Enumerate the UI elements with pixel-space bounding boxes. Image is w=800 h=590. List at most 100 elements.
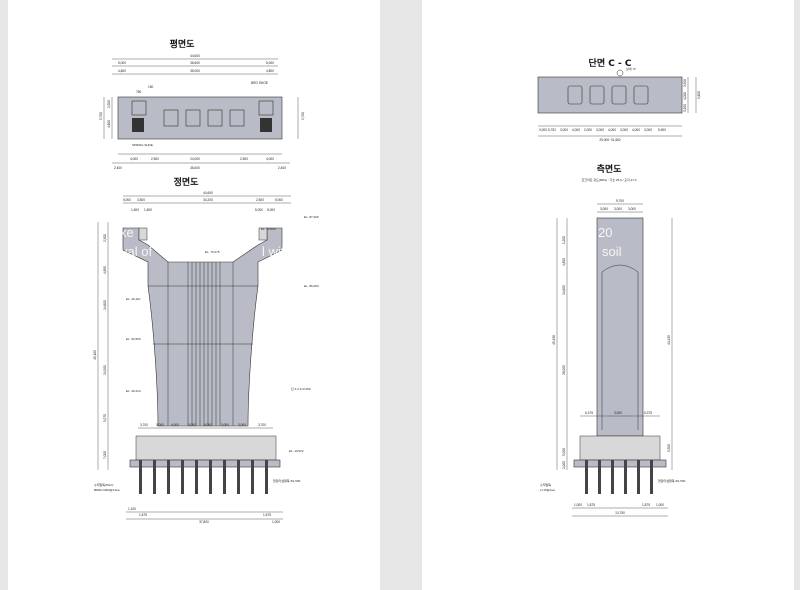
section-cell-1 bbox=[567, 85, 583, 105]
side-base-dim-2: 3,000 bbox=[614, 411, 622, 415]
pier-bearing-left bbox=[138, 227, 148, 241]
section-title: 단면 C - C bbox=[589, 57, 632, 69]
elev-bot-4: 1,675 bbox=[263, 513, 271, 517]
elev-dim-3: 34,200 bbox=[203, 198, 213, 202]
side-piles bbox=[585, 460, 653, 494]
overlay-text-1: ke bbox=[120, 225, 134, 240]
sec-bot-8: 3,000 bbox=[620, 128, 628, 132]
plan-shoe-right bbox=[258, 100, 274, 116]
section-right-dim-1: 3,500 bbox=[683, 79, 687, 87]
elev-left-dim-5: 24,500 bbox=[103, 365, 107, 375]
pile bbox=[167, 460, 170, 494]
side-bot-4: 1,875 bbox=[642, 503, 650, 507]
sec-bot-2: 5,752 bbox=[548, 128, 556, 132]
side-overlay-2: soil bbox=[602, 244, 622, 259]
elev-level-8: EL. 10,522 bbox=[289, 449, 304, 453]
overlay-text-3: val of bbox=[121, 244, 152, 259]
elev-left-dim-7: 7,000 bbox=[103, 451, 107, 459]
plan-bot-8: 2,400 bbox=[278, 166, 286, 170]
section-right-dim-3: 3,200 bbox=[683, 104, 687, 112]
overlay-text-4: l with bbox=[262, 244, 292, 259]
col-dim-5: 4,000 bbox=[204, 423, 212, 427]
side-bot-3: 13,750 bbox=[615, 511, 625, 515]
sec-bot-10: 3,000 bbox=[644, 128, 652, 132]
elev-level-2: EL. 72,600 bbox=[261, 227, 276, 231]
plan-bot-5: 4,000 bbox=[266, 157, 274, 161]
side-footing-base bbox=[573, 459, 667, 468]
elev-level-1: EL. 70,275 bbox=[205, 250, 220, 254]
col-dim-7: 3,000 bbox=[238, 423, 246, 427]
side-right-dim-2: 5,500 bbox=[667, 444, 671, 452]
elev-bot-1: 1,100 bbox=[128, 507, 136, 511]
detail-callout: 상세 "A" bbox=[626, 66, 637, 71]
elev-dim-4: 2,500 bbox=[256, 198, 264, 202]
plan-bot-2: 2,500 bbox=[151, 157, 159, 161]
plan-label-150: 150 bbox=[148, 85, 154, 89]
pile bbox=[251, 460, 254, 494]
plan-bot-3: 24,000 bbox=[190, 157, 200, 161]
side-bot-1: 1,000 bbox=[574, 503, 582, 507]
plan-dim-6: 4,800 bbox=[266, 69, 274, 73]
section-cell-4 bbox=[633, 85, 649, 105]
elev-level-5: EL. 40,110 bbox=[126, 297, 141, 301]
right-drawing: 단면 C - C 상세 "A" 3,500 4,000 3,200 9,600 … bbox=[537, 57, 701, 517]
side-foundation-note: 현장타설말뚝 Φ1,500 bbox=[658, 478, 686, 483]
elev-left-dim-4: 45,100 bbox=[93, 350, 97, 360]
side-base-dim-1: 6,375 bbox=[585, 411, 593, 415]
elev-dim-2: 3,500 bbox=[137, 198, 145, 202]
sec-bot-11: 5,900 bbox=[658, 128, 666, 132]
sec-bot-3: 3,000 bbox=[560, 128, 568, 132]
plan-side-dim-b: 4,600 bbox=[107, 120, 111, 128]
section-right-dim-2: 4,000 bbox=[683, 92, 687, 100]
plan-bot-7: 36,600 bbox=[190, 166, 200, 170]
side-left-dim-7: 2,000 bbox=[562, 461, 566, 469]
section-cell-3 bbox=[611, 85, 627, 105]
plan-spring-label: SPRING SHOE bbox=[132, 143, 153, 147]
left-drawing: 평면도 44,600 5,000 36,600 5,000 4,800 35,0… bbox=[93, 38, 363, 524]
pile bbox=[598, 460, 601, 494]
elev-dim-6: 1,500 bbox=[131, 208, 139, 212]
plan-bot-4: 2,500 bbox=[240, 157, 248, 161]
side-footing bbox=[579, 435, 661, 461]
plan-cell-2 bbox=[185, 109, 201, 127]
side-left-dim-2: 4,850 bbox=[562, 258, 566, 266]
pile bbox=[209, 460, 212, 494]
pile bbox=[195, 460, 198, 494]
elev-dim-9: 5,000 bbox=[267, 208, 275, 212]
plan-spring-right bbox=[260, 118, 272, 132]
col-dim-2: 3,000 bbox=[156, 423, 164, 427]
plan-side-dim-r: 9,700 bbox=[301, 112, 305, 120]
plan-dim-total: 44,600 bbox=[190, 54, 200, 58]
col-dim-3: 4,000 bbox=[171, 423, 179, 427]
footing-base bbox=[129, 459, 281, 468]
pile bbox=[265, 460, 268, 494]
side-bot-2: 1,875 bbox=[587, 503, 595, 507]
side-pile-note: 수직말뚝 bbox=[540, 482, 551, 487]
elev-left-dim-6: 5,070 bbox=[103, 414, 107, 422]
pile bbox=[139, 460, 142, 494]
side-pile-note-2: L=15@1ea bbox=[540, 488, 555, 492]
side-pier-outline bbox=[601, 264, 639, 430]
sec-bot-total: 29,000~31,562 bbox=[599, 138, 621, 142]
side-bot-5: 1,000 bbox=[656, 503, 664, 507]
detail-callout-icon bbox=[616, 69, 624, 77]
plan-side-dim-a: 2,500 bbox=[107, 100, 111, 108]
plan-bot-1: 4,000 bbox=[130, 157, 138, 161]
elev-dim-total: 44,600 bbox=[203, 191, 213, 195]
side-right-dim-1: 44,435 bbox=[667, 335, 671, 345]
plan-label-shoe: BRG SHOE bbox=[251, 81, 268, 85]
elev-left-dim-1: 2,500 bbox=[103, 234, 107, 242]
pile-note: 수직말뚝(PHC) bbox=[94, 482, 113, 487]
section-body bbox=[537, 76, 683, 114]
col-dim-1: 3,700 bbox=[140, 423, 148, 427]
col-dim-8: 3,700 bbox=[258, 423, 266, 427]
elev-dim-5: 5,000 bbox=[275, 198, 283, 202]
side-left-dim-4: 28,000 bbox=[562, 365, 566, 375]
elevation-title: 정면도 bbox=[174, 176, 200, 188]
pile bbox=[237, 460, 240, 494]
side-base-dim-3: 6,375 bbox=[644, 411, 652, 415]
side-top-dim-1: 3,000 bbox=[600, 207, 608, 211]
elev-dim-8: 5,000 bbox=[255, 208, 263, 212]
sec-bot-5: 2,000 bbox=[584, 128, 592, 132]
overlay-text-2: 201 bbox=[290, 225, 312, 240]
